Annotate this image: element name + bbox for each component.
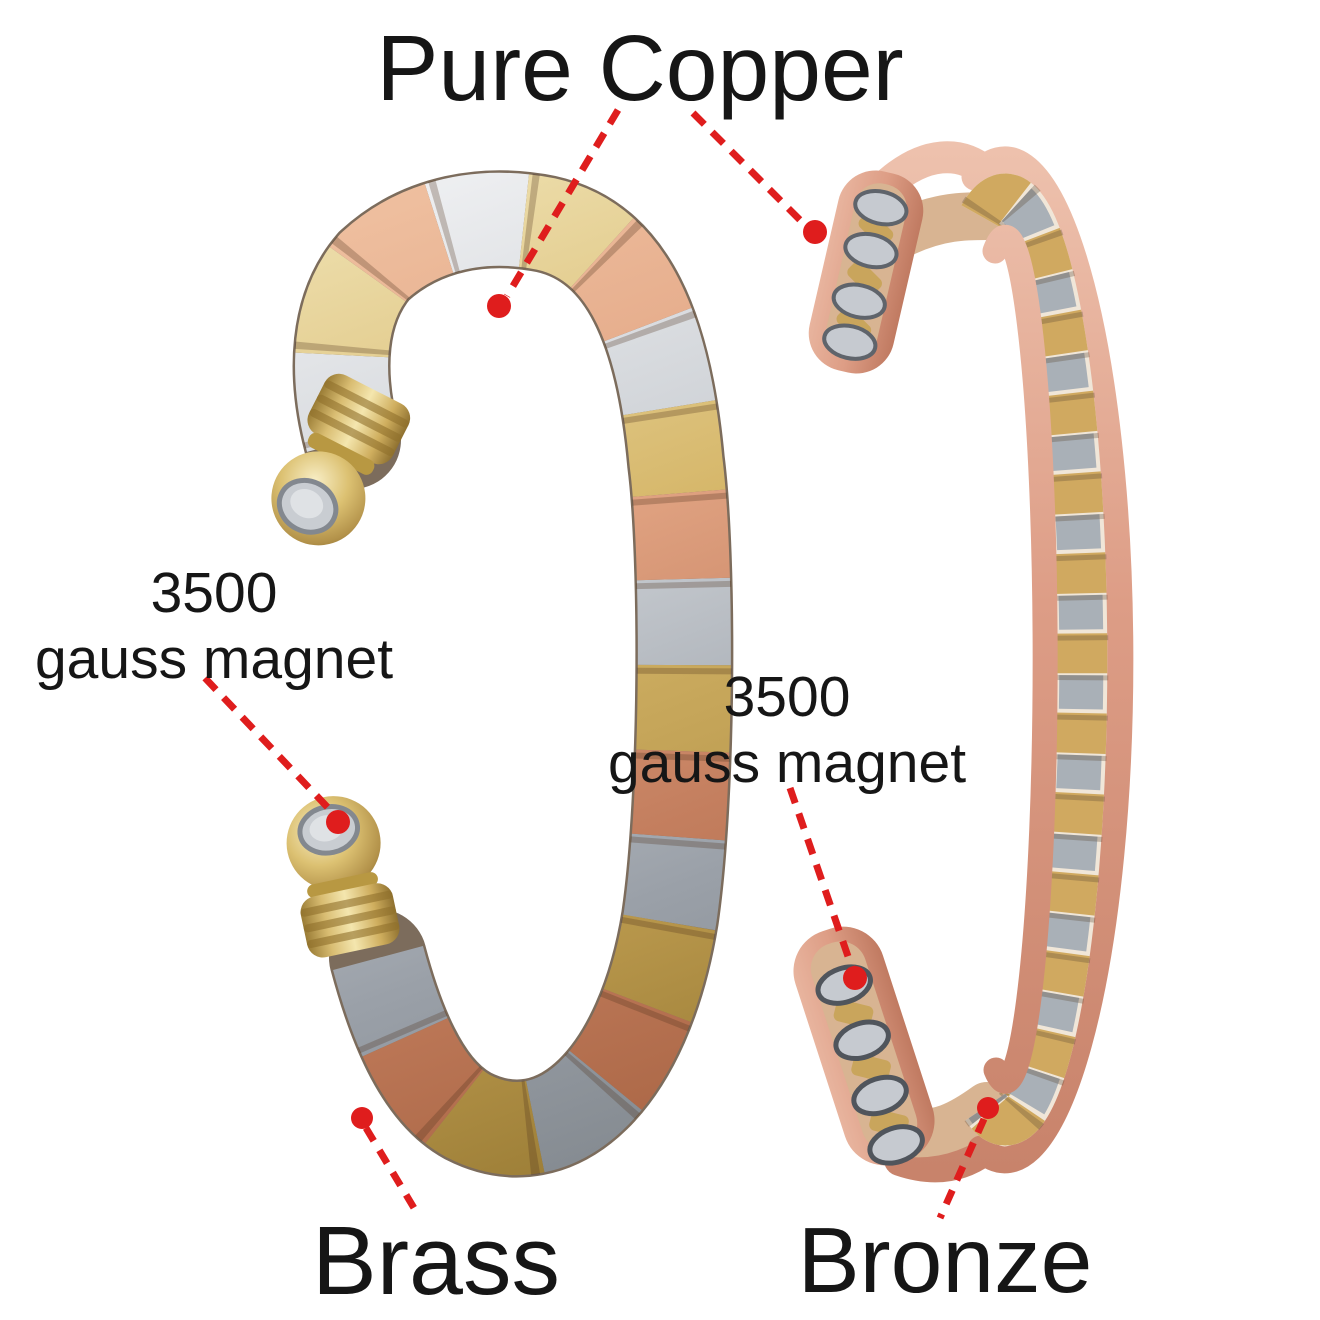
- cuff-bottom-end-magnets: [793, 926, 935, 1166]
- cap-groove: [309, 408, 395, 456]
- curl-magnet: [833, 1019, 891, 1061]
- curl-magnet: [853, 189, 909, 227]
- callout-line-brass: [362, 1126, 418, 1210]
- cuff-inner-rail: [982, 224, 1058, 1094]
- cap-neck: [307, 872, 378, 899]
- callout-dot-pure-copper-right: [803, 220, 827, 244]
- curl-magnet: [843, 231, 899, 270]
- cap-groove: [303, 906, 396, 933]
- label-gauss-magnet-center-line1: 3500: [723, 665, 851, 729]
- cap-groove: [324, 380, 409, 428]
- callout-dot-pure-copper-left: [487, 294, 511, 318]
- label-bronze: Bronze: [797, 1208, 1093, 1312]
- label-gauss-magnet-center: 3500 gauss magnet: [587, 664, 987, 796]
- callout-dot-magnet-left: [326, 810, 350, 834]
- label-gauss-magnet-center-line2: gauss magnet: [607, 731, 967, 796]
- callout-line-magnet-center: [786, 786, 856, 970]
- left-bracelet: [271, 170, 734, 1178]
- rope-copper-strand: [295, 172, 731, 1175]
- callout-line-title-left: [503, 108, 622, 298]
- callout-line-bronze: [936, 1117, 988, 1220]
- label-gauss-magnet-left-line2: gauss magnet: [34, 627, 394, 692]
- label-brass: Brass: [312, 1206, 560, 1315]
- callouts: [202, 108, 999, 1220]
- callout-dot-magnet-center: [843, 966, 867, 990]
- cap-groove: [316, 394, 402, 442]
- right-bracelet: [793, 141, 1134, 1183]
- callout-line-magnet-left: [202, 675, 335, 815]
- label-gauss-magnet-left: 3500 gauss magnet: [14, 560, 414, 692]
- cap-neck: [307, 432, 375, 475]
- callout-dot-bronze: [977, 1097, 999, 1119]
- callout-dot-brass: [351, 1107, 373, 1129]
- cap-magnet-disc-highlight: [290, 488, 324, 519]
- curl-magnet: [822, 323, 878, 361]
- curl-magnet: [867, 1124, 925, 1166]
- curl-magnet: [831, 282, 887, 320]
- cuff-outer-rail: [961, 146, 1134, 1174]
- curl-magnet: [851, 1074, 909, 1117]
- cuff-braid-gold-twist: [961, 173, 1108, 1146]
- cap-groove: [307, 922, 400, 948]
- cuff-top-end-magnets: [808, 170, 924, 374]
- rope-brass-strand: [295, 172, 731, 1175]
- label-gauss-magnet-left-line1: 3500: [150, 561, 278, 625]
- curl-gold-twist: [851, 1053, 891, 1082]
- cuff-braid-silver-twist: [964, 177, 1104, 1142]
- callout-line-title-right: [690, 110, 807, 227]
- curl-gold-twist: [847, 260, 882, 296]
- left-bracelet-top-end-cap: [271, 373, 411, 546]
- cap-groove: [300, 890, 393, 917]
- label-pure-copper: Pure Copper: [376, 16, 904, 120]
